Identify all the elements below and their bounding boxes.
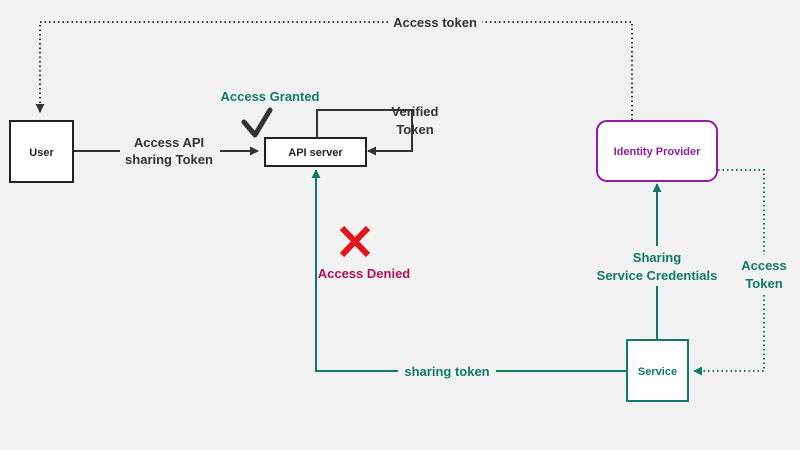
label-access-denied: Access Denied xyxy=(318,266,411,281)
node-user: User xyxy=(9,120,74,183)
edge-idp-to-user-access-token xyxy=(35,21,633,120)
label-bg-access-token-right xyxy=(740,255,788,293)
label-verified-line1: Verified xyxy=(392,104,439,119)
label-verified-line2: Token xyxy=(396,122,433,137)
label-access-token-right-line2: Token xyxy=(745,276,782,291)
edge-service-to-api-server xyxy=(311,169,626,372)
label-access-token-right-line1: Access xyxy=(741,258,787,273)
label-sharing-creds-line2: Service Credentials xyxy=(597,268,718,283)
label-access-token-top: Access token xyxy=(393,15,477,30)
node-identity-provider-label: Identity Provider xyxy=(614,146,702,158)
label-access-granted: Access Granted xyxy=(221,89,320,104)
cross-icon xyxy=(339,225,371,258)
label-bg-access-api xyxy=(120,130,220,170)
node-user-label: User xyxy=(29,147,54,159)
label-bg-access-token-top xyxy=(388,12,482,32)
node-service: Service xyxy=(626,339,689,402)
label-sharing-creds-line1: Sharing xyxy=(633,250,681,265)
checkmark-icon xyxy=(241,107,273,138)
node-service-label: Service xyxy=(638,366,677,378)
node-api-server: API server xyxy=(264,137,367,167)
label-bg-sharing-token xyxy=(398,361,496,381)
label-access-api-line1: Access API xyxy=(134,135,204,150)
node-api-server-label: API server xyxy=(288,147,343,159)
edge-idp-to-service-access-token xyxy=(693,169,765,376)
label-sharing-token: sharing token xyxy=(404,364,489,379)
edge-verified-token-loop xyxy=(316,109,413,156)
label-bg-sharing-creds xyxy=(596,246,720,286)
label-access-api-line2: sharing Token xyxy=(125,152,213,167)
node-identity-provider: Identity Provider xyxy=(596,120,718,182)
